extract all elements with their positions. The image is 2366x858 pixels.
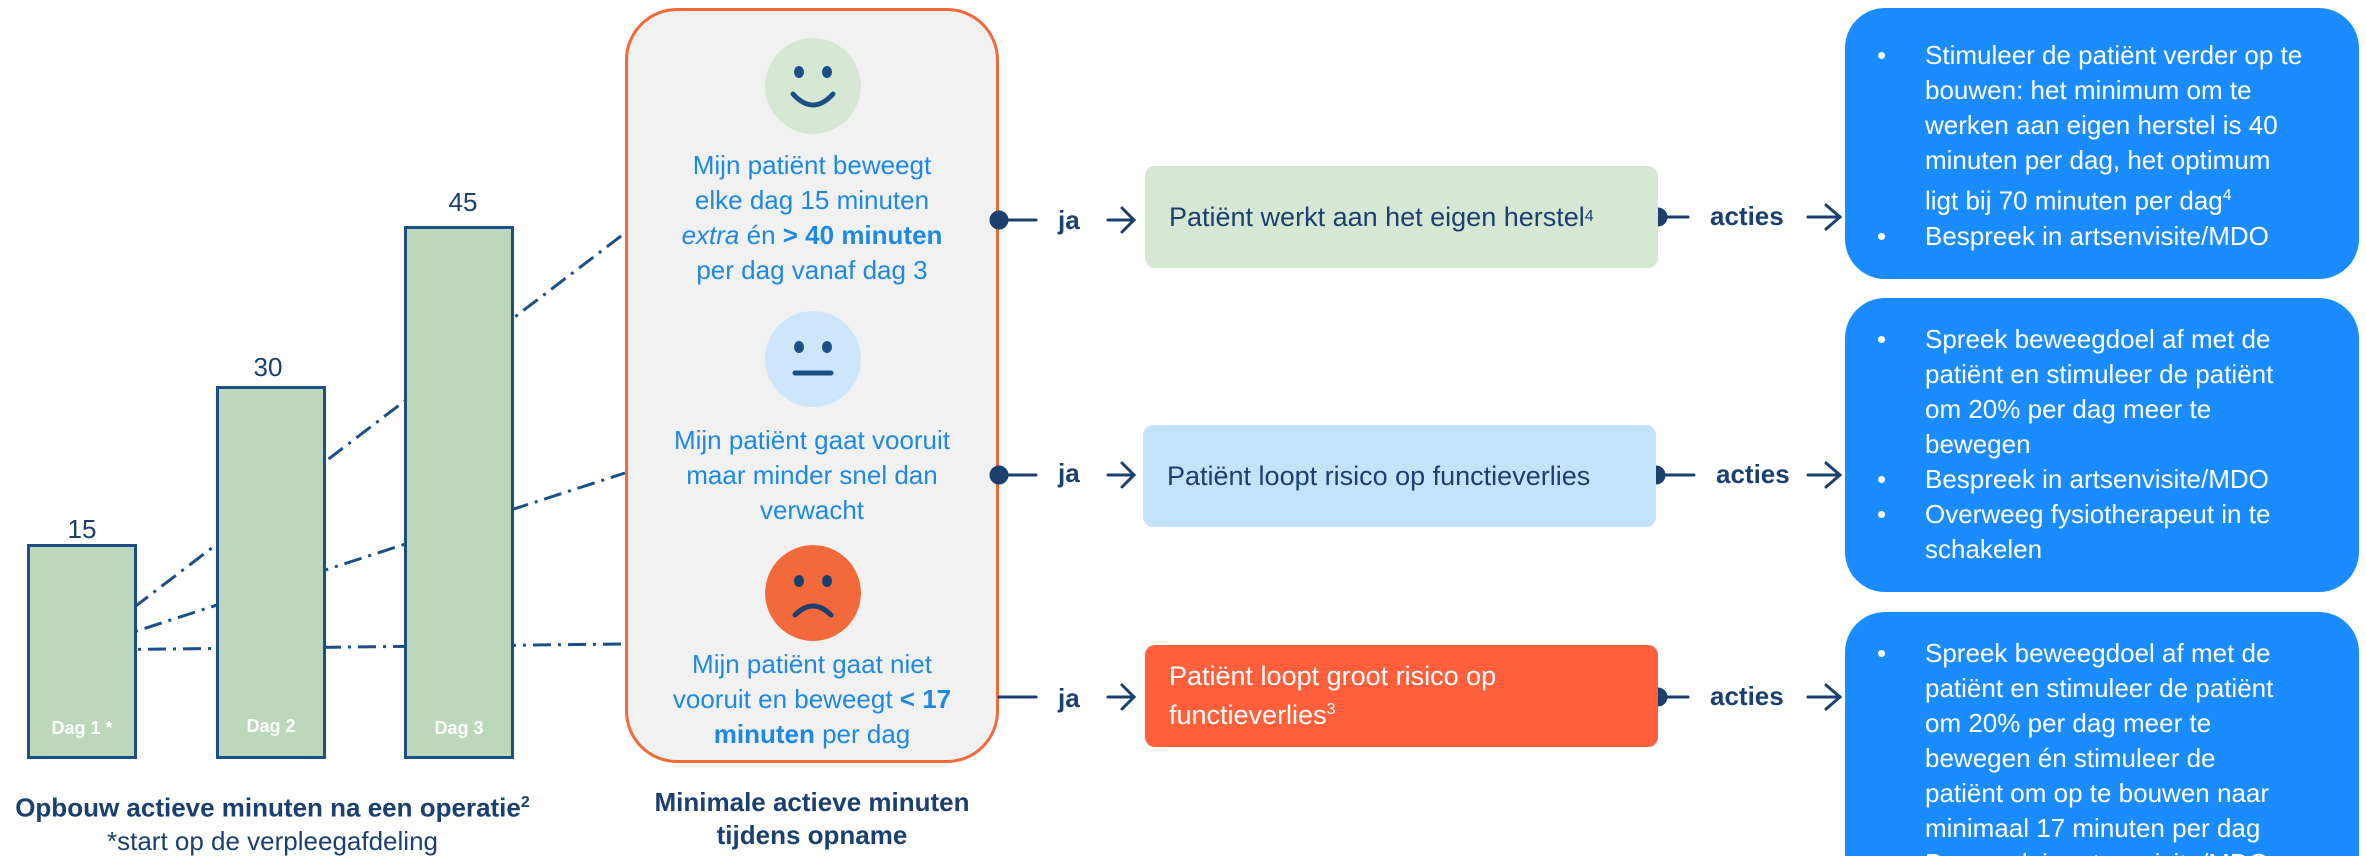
acties-label-row3: acties: [1710, 681, 1784, 711]
happy-face-icon: [765, 38, 861, 134]
action-item: Bespreek in artsenvisite/MDO: [1845, 462, 2359, 497]
connector-line-bottom: [77, 642, 626, 652]
sad-face-icon: [765, 545, 861, 641]
ja-label-row1: ja: [1058, 205, 1080, 235]
action-item: Bespreek in artsenvisite/MDO: [1845, 846, 2359, 856]
left-caption-subtitle: *start op de verpleegafdeling: [106, 825, 438, 856]
ja-label-row2: ja: [1058, 458, 1080, 488]
criterion-happy: Mijn patiënt beweegt elke dag 15 minuten…: [681, 150, 943, 285]
acties-label-row2: acties: [1716, 459, 1790, 489]
neutral-face-icon: [765, 311, 861, 407]
bar-value-day1: 15: [67, 514, 97, 544]
actions-box-risk: Spreek beweegdoel af met de patiënt en s…: [1845, 298, 2359, 592]
bar-label-day2: Dag 2: [246, 716, 296, 736]
left-caption: Opbouw actieve minuten na een operatie2 …: [0, 786, 545, 858]
actions-box-recovery: Stimuleer de patiënt verder op te bouwen…: [1845, 8, 2359, 279]
criterion-neutral: Mijn patiënt gaat vooruit maar minder sn…: [673, 425, 951, 525]
status-box-risk: Patiënt loopt risico op functieverlies: [1143, 425, 1656, 527]
criterion-sad: Mijn patiënt gaat niet vooruit en beweeg…: [672, 649, 952, 749]
bar-day3: [404, 226, 514, 759]
action-item: Overweeg fysiotherapeut in te schakelen: [1845, 497, 2359, 567]
bar-value-day2: 30: [253, 352, 283, 382]
acties-label-row1: acties: [1710, 201, 1784, 231]
action-item: Spreek beweegdoel af met de patiënt en s…: [1845, 322, 2359, 462]
action-item: Spreek beweegdoel af met de patiënt en s…: [1845, 636, 2359, 846]
ja-label-row3: ja: [1058, 683, 1080, 713]
bar-value-day3: 45: [448, 187, 478, 217]
connector-line-middle: [77, 471, 626, 652]
action-item: Bespreek in artsenvisite/MDO: [1845, 219, 2359, 254]
actions-box-high-risk: Spreek beweegdoel af met de patiënt en s…: [1845, 612, 2359, 856]
action-item: Stimuleer de patiënt verder op te bouwen…: [1845, 38, 2359, 219]
bar-day1: [27, 544, 137, 759]
bar-day2: [216, 386, 326, 759]
bar-label-day3: Dag 3: [434, 718, 484, 738]
status-box-high-risk: Patiënt loopt groot risico op functiever…: [1145, 645, 1658, 747]
bar-label-day1: Dag 1 *: [51, 718, 113, 738]
left-caption-title: Opbouw actieve minuten na een operatie2: [15, 792, 530, 823]
connector-line-top: [77, 231, 626, 652]
center-caption: Minimale actieve minuten tijdens opname: [654, 787, 970, 850]
